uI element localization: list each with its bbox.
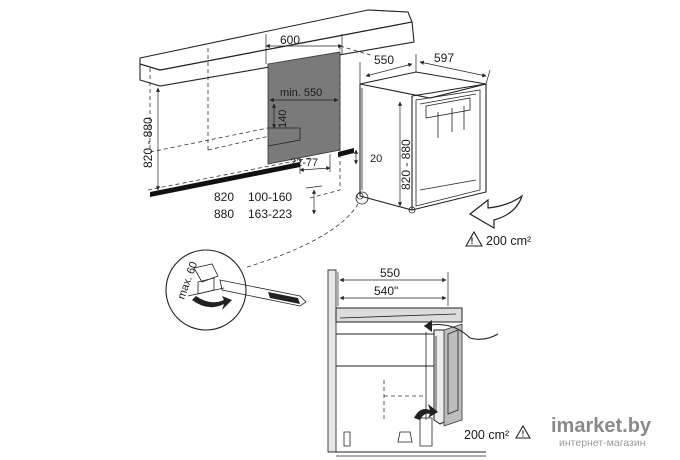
airflow-arrow-icon (468, 194, 524, 230)
side-cabinet-panel (443, 323, 463, 427)
side-section-view: 550 540" 200 cm² ! (327, 266, 531, 457)
adjust-max-label: max. 60 (176, 260, 201, 301)
watermark: imarket.by интернет-магазин (551, 415, 652, 449)
side-airflow-top-icon (423, 323, 499, 340)
vent-area-bottom-label: 200 cm² (464, 428, 509, 442)
range-22-77-label: 22-77 (290, 157, 318, 169)
vent-note-top: ! 200 cm² (465, 230, 531, 248)
side-countertop (335, 307, 463, 323)
warning-icon-bottom (515, 424, 531, 439)
side-depth-mm-label: 550 (380, 266, 400, 280)
isometric-view: 820 - 880 600 min. 550 140 22-77 20 820 … (139, 9, 531, 331)
watermark-brand: imarket.by (551, 415, 652, 437)
plinth-row-2-height: 880 (214, 207, 234, 221)
plinth-strip (150, 162, 300, 197)
watermark-tagline: интернет-магазин (559, 437, 646, 449)
countertop (139, 9, 415, 87)
side-airflow-bottom-icon (414, 404, 438, 420)
min-depth-label: min. 550 (280, 87, 322, 99)
appliance-box (356, 71, 487, 214)
gap-20-label: 20 (370, 153, 382, 165)
appliance-width-label: 597 (434, 51, 454, 65)
plinth-strip-right (338, 148, 354, 157)
vent-area-top-label: 200 cm² (486, 234, 531, 248)
appliance-depth-label: 550 (374, 53, 394, 67)
niche-height-label: 820 - 880 (141, 117, 155, 168)
side-depth-in-label: 540" (374, 284, 398, 298)
warning-icon (465, 230, 483, 247)
warning-mark-bottom: ! (522, 430, 525, 439)
warning-mark: ! (471, 236, 474, 246)
plinth-row-1-height: 820 (214, 190, 234, 204)
rotation-arrow-icon (192, 296, 232, 310)
gap-140-label: 140 (277, 110, 289, 128)
side-wall (327, 269, 337, 453)
appliance-height-label: 820 - 880 (399, 139, 413, 190)
niche-width-label: 600 (280, 33, 300, 47)
plinth-table: 820 100-160 880 163-223 (214, 185, 323, 221)
plinth-row-1-plinth: 100-160 (248, 190, 292, 204)
back-wall-shade (267, 51, 341, 165)
plinth-row-2-plinth: 163-223 (248, 207, 292, 221)
